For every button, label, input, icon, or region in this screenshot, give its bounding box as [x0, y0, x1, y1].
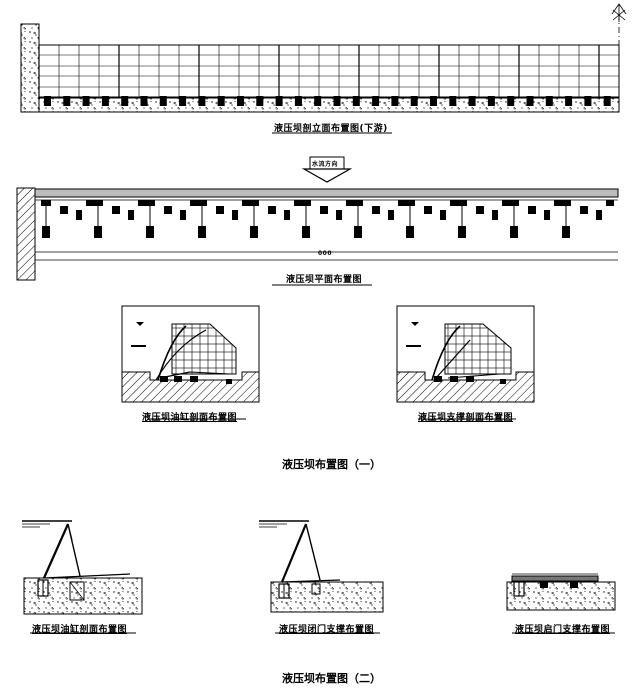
cylinder-icon — [140, 96, 148, 106]
fig2-closed-title: 液压坝闭门支撑布置图 — [279, 625, 375, 635]
cylinder-icon — [294, 96, 302, 106]
elevation-title: 液压坝剖立面布置图(下游) — [274, 124, 388, 134]
cylinder-icon — [42, 226, 50, 238]
cylinder-icon — [510, 226, 518, 238]
north-arrow-icon — [611, 3, 627, 22]
fig2-cylinder-view — [22, 520, 143, 634]
cylinder-icon — [121, 96, 129, 106]
cylinder-icon — [406, 226, 414, 238]
cylinder-icon — [237, 96, 244, 106]
figure1-caption: 液压坝布置图（一） — [282, 458, 381, 471]
figure2-caption: 液压坝布置图（二） — [282, 672, 381, 685]
flow-arrow-icon — [301, 156, 353, 183]
cylinder-icon — [275, 96, 283, 106]
cylinder-icon — [603, 96, 611, 106]
cylinder-icon — [565, 96, 573, 106]
cylinder-icon — [352, 96, 360, 106]
water-level-icon — [411, 322, 419, 326]
cylinder-icon — [487, 96, 495, 106]
flow-direction-label: 水流方向 — [312, 161, 339, 168]
cylinder-row — [44, 96, 611, 106]
fig2-closed-view — [259, 520, 384, 634]
cylinder-icon — [302, 226, 310, 238]
left-abutment — [20, 23, 40, 113]
cylinder-icon — [44, 96, 51, 106]
cylinder-icon — [507, 96, 515, 106]
fig2-open-title: 液压坝启门支撑布置图 — [515, 625, 611, 635]
fig2-cylinder-title: 液压坝油缸剖面布置图 — [32, 625, 128, 635]
plan-abutment — [16, 187, 36, 281]
cylinder-icon — [372, 96, 380, 106]
cylinder-icon — [179, 96, 187, 106]
cylinder-icon — [391, 96, 399, 106]
cylinder-icon — [333, 96, 341, 106]
dimension-label: 000 — [318, 250, 333, 257]
cylinder-icon — [101, 96, 109, 106]
section-cylinder-title: 液压坝油缸剖面布置图 — [142, 413, 238, 423]
cylinder-icon — [449, 96, 457, 106]
water-level-icon — [136, 322, 144, 326]
cylinder-icon — [526, 96, 534, 106]
cylinder-icon — [545, 96, 553, 106]
cylinder-icon — [217, 96, 225, 106]
cylinder-icon — [198, 96, 206, 106]
cylinder-icon — [458, 226, 466, 238]
section-support-view — [396, 305, 535, 420]
section-cylinder-view — [121, 305, 260, 420]
section-support-title: 液压坝支撑剖面布置图 — [418, 413, 514, 423]
cylinder-icon — [256, 96, 264, 106]
gate-panels — [38, 44, 620, 98]
cylinder-icon — [584, 96, 592, 106]
plan-gate-line — [34, 188, 619, 198]
cylinder-icon — [410, 96, 418, 106]
fig2-open-view — [506, 573, 616, 634]
plan-title: 液压坝平面布置图 — [286, 275, 363, 285]
cylinder-icon — [314, 96, 322, 106]
cylinder-icon — [82, 96, 90, 106]
cylinder-icon — [430, 96, 437, 106]
plan-cylinders — [41, 200, 614, 238]
cylinder-icon — [468, 96, 476, 106]
cylinder-icon — [94, 226, 102, 238]
panel-grid — [38, 45, 620, 97]
cylinder-icon — [159, 96, 167, 106]
cylinder-icon — [146, 226, 154, 238]
cylinder-icon — [250, 226, 258, 238]
cylinder-icon — [562, 226, 570, 238]
cylinder-icon — [354, 226, 362, 238]
cylinder-icon — [63, 96, 71, 106]
elevation-view — [20, 3, 627, 134]
plan-view — [16, 156, 619, 286]
cylinder-icon — [198, 226, 206, 238]
